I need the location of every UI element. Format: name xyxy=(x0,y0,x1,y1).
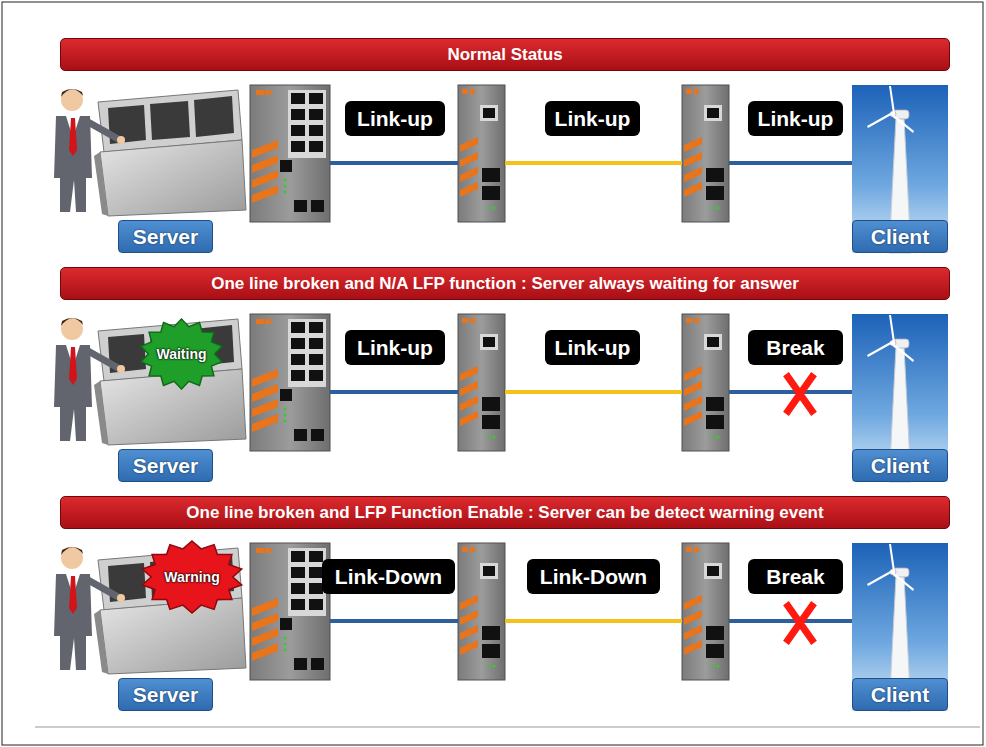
label-text: Client xyxy=(871,225,929,249)
panel-normal xyxy=(54,85,948,253)
label-text: Link-Down xyxy=(540,565,647,589)
label-text: Break xyxy=(766,336,824,360)
panel-no-lfp xyxy=(54,314,948,482)
link-status-label: Break xyxy=(748,559,843,594)
status-band: One line broken and LFP Function Enable … xyxy=(60,496,950,529)
device-label: Client xyxy=(852,220,948,253)
label-text: Break xyxy=(766,565,824,589)
link-status-label: Break xyxy=(748,330,843,365)
label-text: Link-Down xyxy=(335,565,442,589)
label-text: Link-up xyxy=(758,107,834,131)
label-text: Server xyxy=(133,225,198,249)
device-label: Server xyxy=(118,449,213,482)
label-text: One line broken and N/A LFP function : S… xyxy=(211,274,799,294)
alert-starburst: Waiting xyxy=(139,318,224,390)
label-text: Link-up xyxy=(357,336,433,360)
device-label: Client xyxy=(852,449,948,482)
label-text: Link-up xyxy=(357,107,433,131)
status-band: One line broken and N/A LFP function : S… xyxy=(60,267,950,300)
link-status-label: Link-up xyxy=(345,101,445,136)
device-label: Client xyxy=(852,678,948,711)
label-text: Link-up xyxy=(555,336,631,360)
label-text: Server xyxy=(133,683,198,707)
link-status-label: Link-up xyxy=(545,101,640,136)
label-text: Normal Status xyxy=(447,45,562,65)
label-text: Server xyxy=(133,454,198,478)
alert-starburst: Warning xyxy=(140,540,244,614)
link-status-label: Link-Down xyxy=(527,559,660,594)
link-status-label: Link-up xyxy=(545,330,640,365)
label-text: Waiting xyxy=(156,346,206,362)
link-status-label: Link-up xyxy=(345,330,445,365)
label-text: One line broken and LFP Function Enable … xyxy=(186,503,823,523)
device-label: Server xyxy=(118,678,213,711)
label-text: Warning xyxy=(164,569,219,585)
label-text: Client xyxy=(871,683,929,707)
link-status-label: Link-Down xyxy=(322,559,455,594)
device-label: Server xyxy=(118,220,213,253)
label-text: Client xyxy=(871,454,929,478)
label-text: Link-up xyxy=(555,107,631,131)
status-band: Normal Status xyxy=(60,38,950,71)
link-status-label: Link-up xyxy=(748,101,843,136)
